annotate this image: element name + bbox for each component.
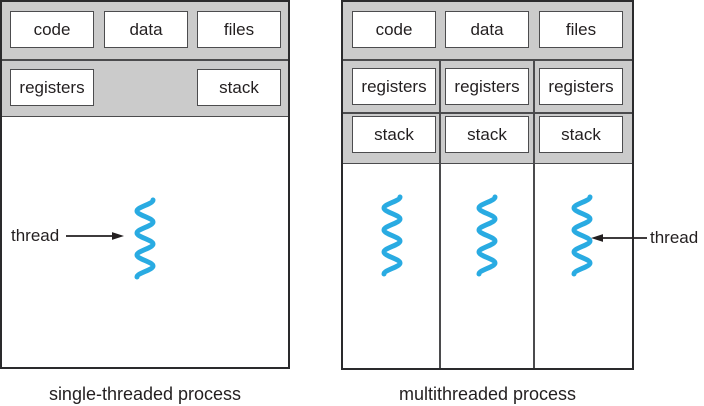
band-divider-line	[343, 59, 632, 61]
thread-column-divider	[533, 59, 535, 368]
memory-box-registers: registers	[10, 69, 94, 106]
memory-box-label: registers	[454, 76, 520, 96]
caption-multithreaded: multithreaded process	[398, 384, 577, 404]
arrow-left-icon	[591, 234, 647, 242]
memory-box-label: stack	[374, 124, 414, 144]
band-divider-line	[343, 112, 632, 114]
memory-box-stack: stack	[539, 116, 623, 153]
memory-box-files: files	[197, 11, 281, 48]
memory-box-stack: stack	[197, 69, 281, 106]
memory-box-label: stack	[561, 124, 601, 144]
memory-box-registers: registers	[352, 68, 436, 105]
memory-box-stack: stack	[445, 116, 529, 153]
memory-box-data: data	[104, 11, 188, 48]
caption-single-threaded: single-threaded process	[48, 384, 242, 404]
memory-box-label: registers	[361, 76, 427, 96]
thread-squiggle-icon	[476, 194, 498, 277]
memory-box-registers: registers	[539, 68, 623, 105]
memory-box-label: stack	[467, 124, 507, 144]
memory-box-label: code	[375, 19, 413, 39]
memory-box-label: files	[223, 19, 255, 39]
memory-box-label: code	[33, 19, 71, 39]
memory-box-code: code	[352, 11, 436, 48]
memory-box-registers: registers	[445, 68, 529, 105]
memory-box-label: files	[565, 19, 597, 39]
multithreaded-process-box: code data files registers stack register…	[341, 0, 634, 370]
memory-box-label: data	[470, 19, 504, 39]
memory-box-data: data	[445, 11, 529, 48]
band-divider-line	[2, 59, 288, 61]
memory-box-code: code	[10, 11, 94, 48]
memory-box-files: files	[539, 11, 623, 48]
arrow-right-icon	[66, 232, 124, 240]
single-threaded-process-box: code data files registers stack thread	[0, 0, 290, 369]
memory-box-label: data	[129, 19, 163, 39]
thread-squiggle-icon	[571, 194, 593, 277]
thread-column-divider	[439, 59, 441, 368]
memory-box-stack: stack	[352, 116, 436, 153]
thread-label: thread	[11, 226, 60, 245]
thread-label: thread	[650, 228, 699, 247]
memory-box-label: registers	[548, 76, 614, 96]
thread-squiggle-icon	[381, 194, 403, 277]
thread-squiggle-icon	[134, 197, 156, 280]
memory-box-label: registers	[19, 77, 85, 97]
memory-box-label: stack	[219, 77, 259, 97]
